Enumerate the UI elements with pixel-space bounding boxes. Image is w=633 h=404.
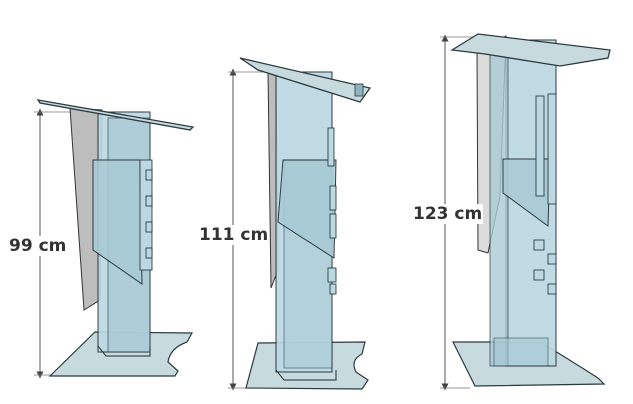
height-label-large: 123 cm [412,204,484,224]
base-plate [48,331,194,377]
height-label-small: 99 cm [8,236,68,256]
lectern-large [440,33,611,391]
height-label-medium: 111 cm [198,225,270,245]
lectern-medium [228,57,372,391]
lectern-small [34,99,195,379]
